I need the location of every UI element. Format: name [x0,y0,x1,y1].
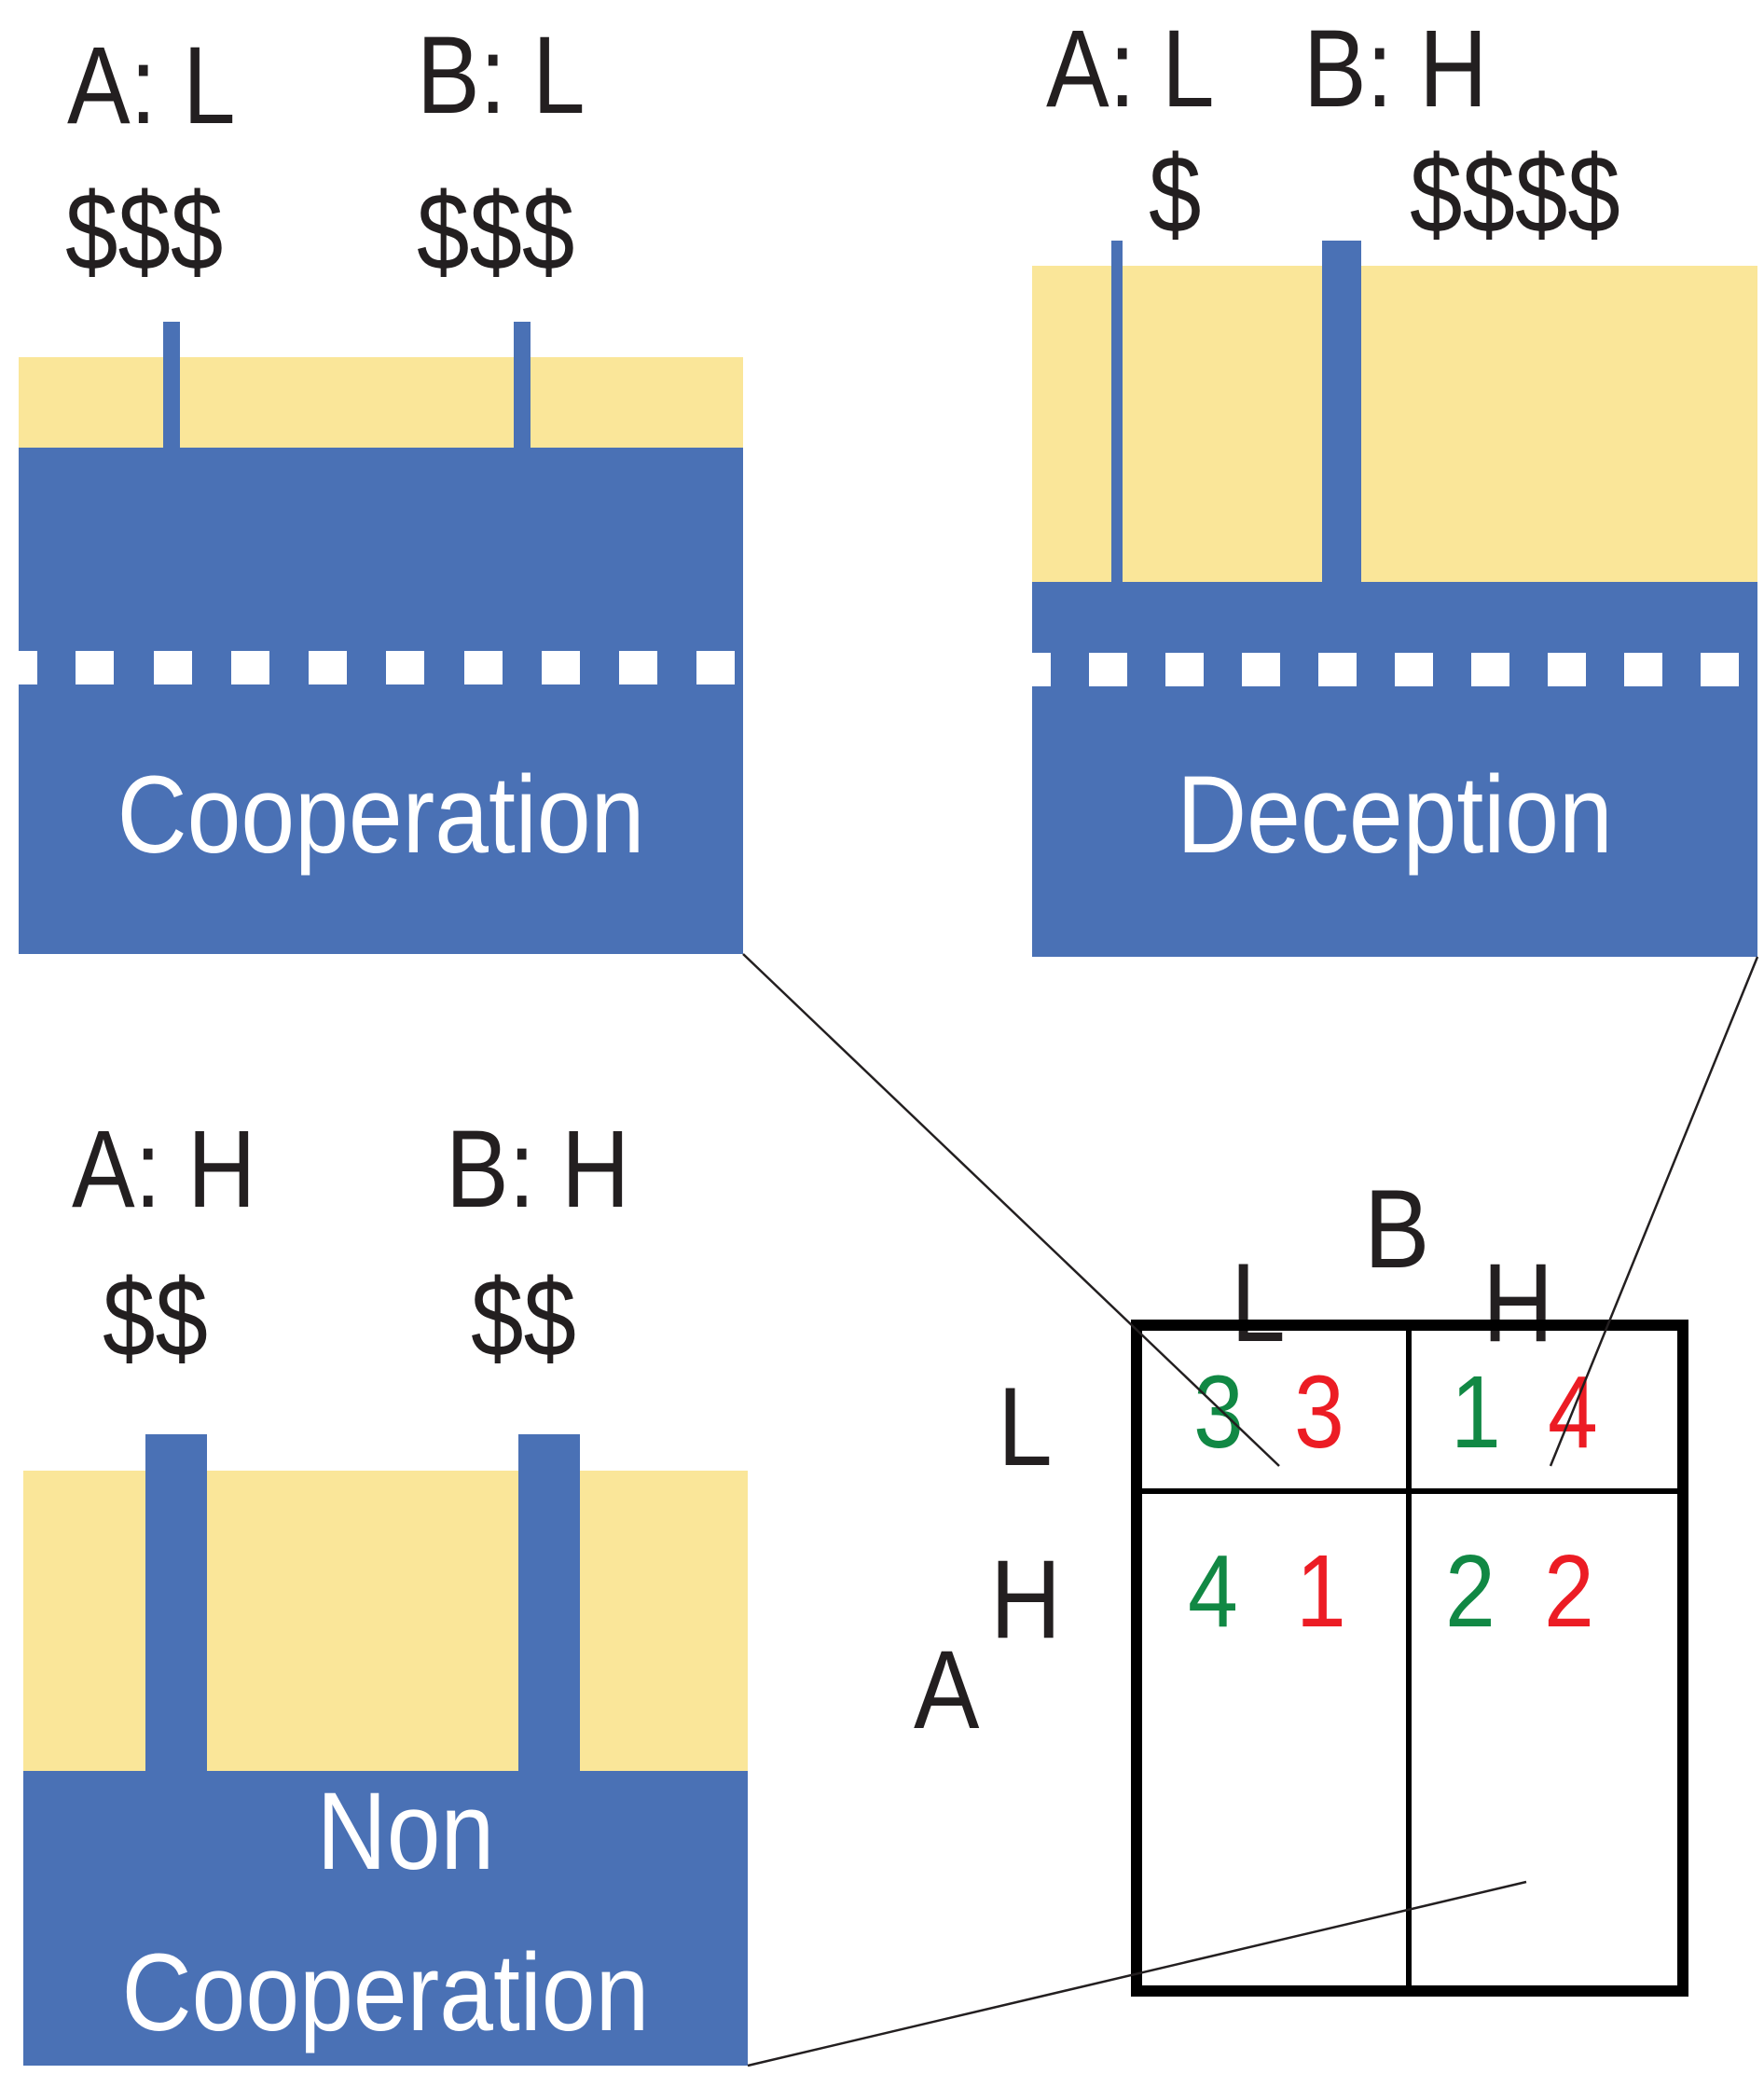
cooperation-a-strategy-label: A: L [67,24,236,147]
row-player-label: A [914,1627,980,1752]
cooperation-a-channel [163,322,180,452]
row-strategy-h: H [990,1537,1062,1662]
cooperation-sand-band [19,357,743,450]
deception-sand-band [1032,266,1757,585]
dash [231,651,269,684]
dash [1701,653,1739,686]
cell-ll-payoff-b: 3 [1294,1355,1344,1470]
cooperation-dashed-line [19,651,743,684]
cell-lh-payoff-a: 1 [1451,1355,1501,1470]
column-strategy-h: H [1482,1240,1554,1365]
deception-a-strategy-label: A: L [1046,7,1215,131]
dash [76,651,114,684]
column-player-label: B [1364,1167,1430,1292]
row-strategy-l: L [998,1364,1053,1489]
deception-b-strategy-label: B: H [1303,7,1488,131]
cooperation-b-strategy-label: B: L [417,14,586,137]
dash [464,651,503,684]
deception-water-body [1032,582,1757,957]
dash [1032,653,1051,686]
dash [542,651,580,684]
deception-b-payoff: $$$$ [1410,133,1620,256]
non-cooperation-a-strategy-label: A: H [72,1108,256,1231]
dash [1471,653,1509,686]
cell-ll-payoff-a: 3 [1193,1355,1244,1470]
dash [309,651,347,684]
dash [19,651,37,684]
deception-title: Deception [1177,754,1613,877]
cooperation-title: Cooperation [117,754,645,877]
dash [619,651,657,684]
matrix-vertical-divider [1406,1320,1412,1997]
dash [1548,653,1586,686]
cooperation-a-payoff: $$$ [65,171,224,294]
dash [696,651,735,684]
non-cooperation-b-payoff: $$ [471,1257,576,1380]
dash [1242,653,1280,686]
cell-hh-payoff-b: 2 [1544,1534,1594,1649]
dash [1624,653,1662,686]
cell-hl-payoff-a: 4 [1188,1534,1238,1649]
cooperation-b-payoff: $$$ [417,171,575,294]
cooperation-b-channel [514,322,531,452]
cell-hh-payoff-a: 2 [1445,1534,1495,1649]
dash [386,651,424,684]
cell-hl-payoff-b: 1 [1296,1534,1346,1649]
deception-a-payoff: $ [1149,133,1202,256]
non-cooperation-b-strategy-label: B: H [446,1108,630,1231]
deception-dashed-line [1032,653,1757,686]
non-cooperation-title-line2: Cooperation [121,1931,650,2054]
dash [154,651,192,684]
cooperation-water-body [19,448,743,954]
non-cooperation-water-body [23,1771,748,2066]
non-cooperation-a-channel [145,1434,207,1775]
dash [1395,653,1433,686]
non-cooperation-sand-band [23,1471,748,1774]
non-cooperation-b-channel [518,1434,580,1775]
cell-lh-payoff-b: 4 [1548,1355,1598,1470]
deception-b-channel [1322,241,1361,586]
dash [1165,653,1204,686]
dash [1318,653,1357,686]
deception-a-channel [1111,241,1123,586]
dash [1089,653,1127,686]
non-cooperation-a-payoff: $$ [103,1257,208,1380]
non-cooperation-title-line1: Non [316,1770,495,1893]
matrix-horizontal-divider [1131,1488,1688,1494]
